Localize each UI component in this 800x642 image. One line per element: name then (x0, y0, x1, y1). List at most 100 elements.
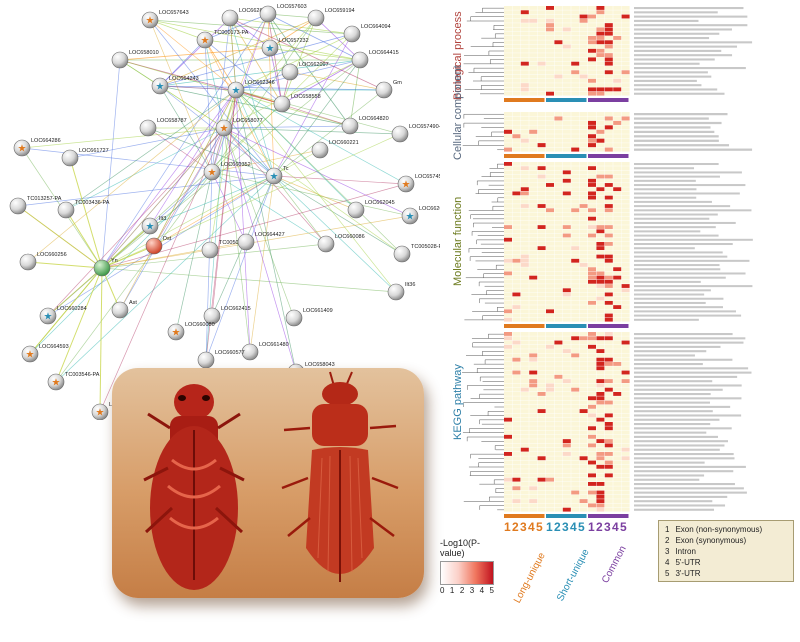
heatmap-cell (512, 48, 521, 53)
heatmap-cell (504, 129, 512, 134)
heatmap-cell (554, 464, 563, 469)
heatmap-cell (613, 27, 622, 32)
heatmap-cell (621, 83, 630, 88)
heatmap-cell (554, 430, 563, 435)
heatmap-cell (621, 275, 630, 280)
heatmap-cell (562, 332, 571, 336)
heatmap-cell (596, 413, 605, 418)
heatmap-cell (529, 370, 538, 375)
heatmap-cell (579, 170, 588, 175)
heatmap-cell (596, 125, 605, 130)
heatmap-cell (571, 447, 580, 452)
heatmap-cell (562, 279, 571, 284)
node-label: LOC658558 (291, 94, 321, 100)
heatmap-cell (621, 426, 630, 431)
heatmap-cell (613, 374, 622, 379)
heatmap-cell (596, 292, 605, 297)
heatmap-cell (554, 31, 563, 36)
heatmap-cell (588, 246, 596, 251)
heatmap-cell (604, 183, 613, 187)
heatmap-cell (588, 83, 596, 88)
heatmap-cell (604, 91, 613, 96)
heatmap-cell (579, 116, 588, 121)
heatmap-cell (621, 305, 630, 309)
heatmap-cell (554, 120, 563, 125)
heatmap-cell (512, 473, 521, 478)
heatmap-cell (621, 473, 630, 478)
heatmap-cell (554, 57, 563, 62)
heatmap-cell (520, 61, 529, 66)
heatmap-cell (613, 83, 622, 88)
node-label: TC003546-PA (65, 372, 100, 378)
heatmap-cell (554, 195, 563, 200)
heatmap-cell (562, 129, 571, 134)
heatmap-cell (512, 370, 521, 375)
network-node: ★LOC658077 (215, 118, 263, 137)
heatmap-cell (554, 233, 563, 238)
heatmap-cell (621, 66, 630, 70)
heatmap-cell (596, 40, 605, 45)
heatmap-cell (520, 40, 529, 45)
network-edge (27, 89, 237, 263)
heatmap-cell (604, 464, 613, 469)
heatmap-cell (529, 195, 538, 200)
node-label: LOC662346 (245, 80, 275, 86)
heatmap-cell (562, 309, 571, 314)
heatmap-cell (512, 57, 521, 62)
heatmap-cell (520, 439, 529, 444)
node-label: Gm (393, 80, 402, 86)
heatmap-cell (520, 417, 529, 422)
heatmap-cell (588, 362, 596, 366)
heatmap-cell (504, 366, 512, 371)
network-edge (21, 127, 225, 149)
heatmap-cell (562, 443, 571, 448)
row-label-line (634, 259, 750, 262)
heatmap-cell (579, 53, 588, 58)
heatmap-cell (504, 426, 512, 431)
heatmap-cell (596, 48, 605, 53)
heatmap-cell (554, 292, 563, 297)
heatmap-cell (588, 370, 596, 375)
heatmap-cell (613, 187, 622, 192)
heatmap-cell (504, 212, 512, 217)
network-node: Ilt36 (387, 282, 415, 301)
heatmap-cell (520, 199, 529, 204)
heatmap-cell (512, 279, 521, 284)
heatmap-cell (613, 392, 622, 396)
heatmap-cell (588, 409, 596, 414)
heatmap-cell (571, 246, 580, 251)
heatmap-cell (613, 120, 622, 125)
heatmap-cell (562, 204, 571, 208)
heatmap-cell (613, 178, 622, 183)
heatmap-cell (613, 147, 622, 152)
heatmap-cell (579, 344, 588, 349)
network-edge (149, 19, 237, 91)
heatmap-cell (520, 507, 529, 512)
col-num-short-1: 1 (546, 520, 554, 534)
heatmap-cell (554, 417, 563, 422)
heatmap-cell (604, 225, 613, 229)
heatmap-cell (621, 220, 630, 225)
heatmap-cell (604, 379, 613, 384)
heatmap-cell (562, 486, 571, 491)
heatmap-cell (613, 434, 622, 439)
heatmap-cell (579, 300, 588, 305)
heatmap-cell (613, 430, 622, 435)
heatmap-cell (504, 452, 512, 456)
network-node: LOC659194 (307, 8, 355, 27)
heatmap-cell (579, 44, 588, 49)
heatmap-cell (613, 370, 622, 375)
heatmap-cell (579, 31, 588, 36)
heatmap-cell (604, 44, 613, 49)
heatmap-cell (621, 204, 630, 208)
heatmap-cell (537, 317, 546, 322)
network-edge (159, 85, 225, 129)
heatmap-cell (504, 147, 512, 152)
heatmap-cell (562, 246, 571, 251)
heatmap-cell (621, 477, 630, 482)
heatmap-cell (504, 340, 512, 345)
heatmap-cell (504, 143, 512, 148)
heatmap-cell (613, 57, 622, 62)
network-node: ★LOC662346 (227, 80, 275, 99)
heatmap-cell (562, 61, 571, 66)
